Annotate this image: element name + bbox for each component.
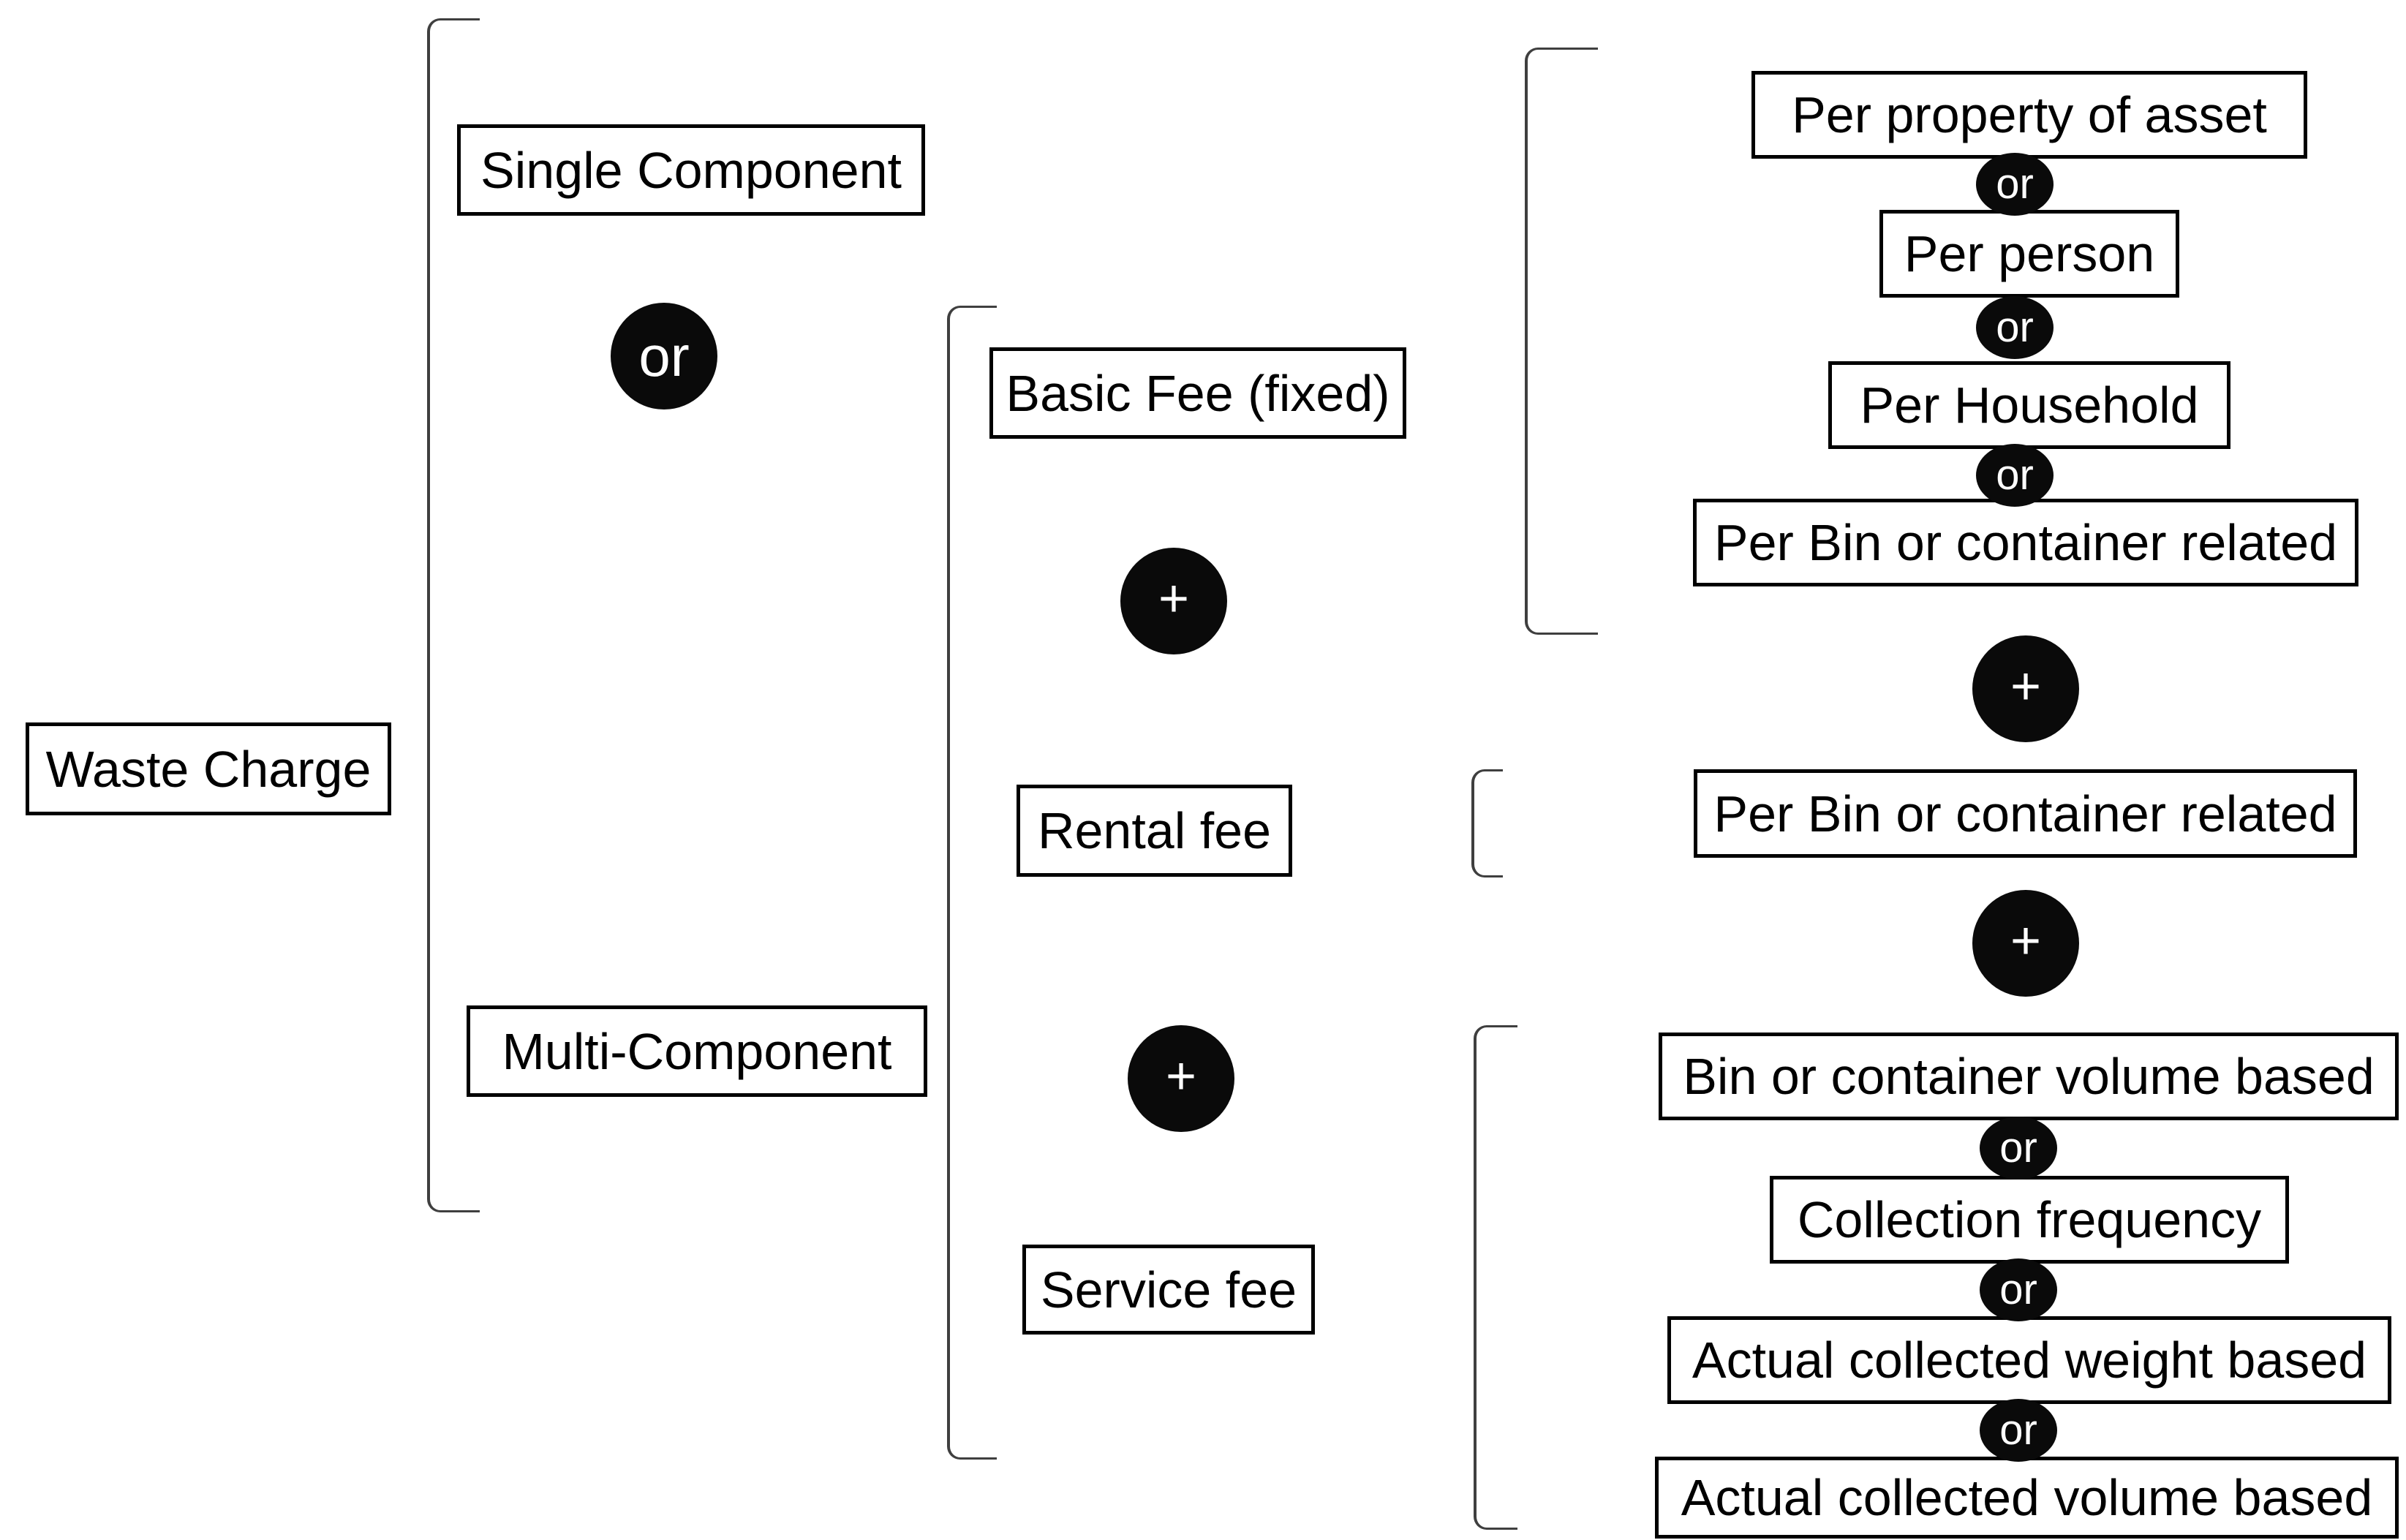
collection-frequency-box: Collection frequency xyxy=(1770,1176,2289,1264)
single-component-box: Single Component xyxy=(457,124,925,216)
or-connector-5: or xyxy=(1980,1258,2057,1321)
per-household-box: Per Household xyxy=(1828,361,2230,449)
bin-volume-box: Bin or container volume based xyxy=(1659,1033,2399,1120)
service-fee-box: Service fee xyxy=(1022,1245,1315,1335)
multi-component-box: Multi-Component xyxy=(467,1005,927,1097)
plus-connector-rental-service: + xyxy=(1128,1025,1234,1132)
components-bracket xyxy=(427,18,480,1212)
per-bin-basic-box: Per Bin or container related xyxy=(1693,499,2358,586)
rental-fee-box: Rental fee xyxy=(1017,785,1292,877)
per-person-box: Per person xyxy=(1879,210,2179,298)
or-connector-components: or xyxy=(611,303,717,409)
rental-option-bracket xyxy=(1471,769,1503,877)
service-options-bracket xyxy=(1474,1025,1517,1530)
plus-connector-right-1: + xyxy=(1972,635,2079,742)
plus-connector-right-2: + xyxy=(1972,890,2079,997)
actual-volume-box: Actual collected volume based xyxy=(1655,1457,2399,1539)
per-property-box: Per property of asset xyxy=(1751,71,2307,159)
or-connector-4: or xyxy=(1980,1117,2057,1179)
or-connector-3: or xyxy=(1976,444,2054,507)
basic-options-bracket xyxy=(1525,48,1598,635)
waste-charge-box: Waste Charge xyxy=(26,722,391,815)
or-connector-6: or xyxy=(1980,1399,2057,1462)
basic-fee-box: Basic Fee (fixed) xyxy=(989,347,1406,439)
fees-bracket xyxy=(947,306,997,1460)
or-connector-2: or xyxy=(1976,296,2054,359)
per-bin-rental-box: Per Bin or container related xyxy=(1694,769,2357,858)
actual-weight-box: Actual collected weight based xyxy=(1667,1316,2391,1404)
or-connector-1: or xyxy=(1976,153,2054,216)
plus-connector-basic-rental: + xyxy=(1120,548,1227,654)
